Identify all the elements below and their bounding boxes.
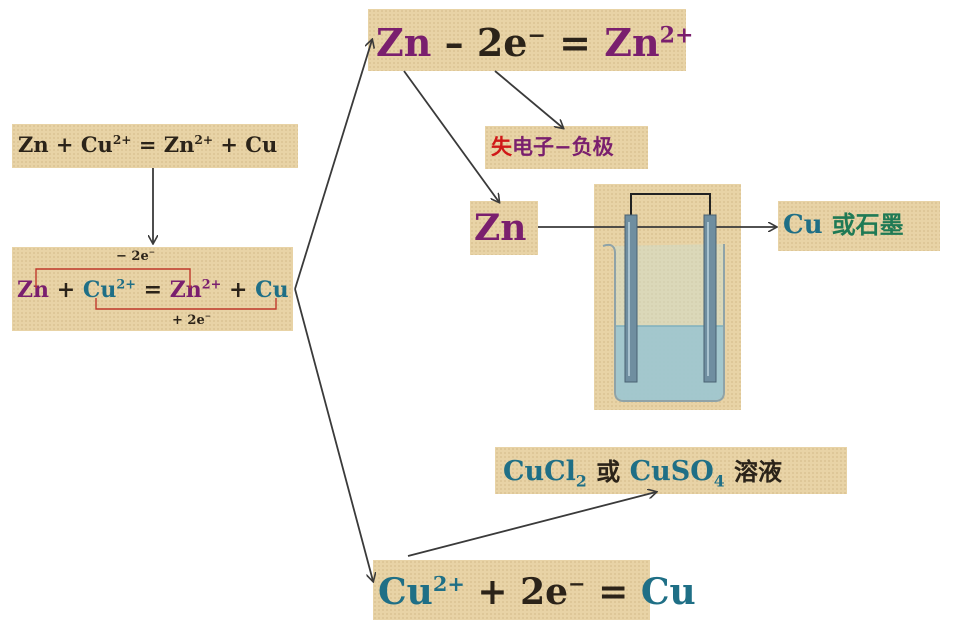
overall-plus: + <box>55 132 74 157</box>
arrow-to-negative-electrode <box>494 70 563 128</box>
reduction-equals: = <box>598 571 629 613</box>
transfer-cu-metal: Cu <box>255 277 289 303</box>
overall-cu-metal: Cu <box>245 132 278 157</box>
solution-or: 或 <box>596 458 621 486</box>
anode-label-box <box>470 201 538 255</box>
arrow-to-reduction <box>294 288 373 581</box>
anode-label: Zn <box>474 207 527 249</box>
solution-label: CuCl2 或 CuSO4 溶液 <box>503 456 783 489</box>
external-wire <box>630 193 711 215</box>
arrow-to-oxidation <box>294 40 372 290</box>
reduction-electrons: + 2e <box>477 571 569 613</box>
lose-char: 失 <box>491 135 512 159</box>
solution-label-box <box>495 447 847 494</box>
transfer-zn: Zn <box>17 277 50 303</box>
cathode-label: Cu 或石墨 <box>783 212 904 238</box>
transfer-equation-box <box>12 247 293 331</box>
cathode-cu: Cu <box>783 210 823 240</box>
overall-equation-box <box>12 124 298 168</box>
solution-cuso4: CuSO <box>629 456 714 487</box>
negative-electrode-box <box>485 126 648 169</box>
arrow-to-anode-label <box>403 70 499 202</box>
solution-text: 溶液 <box>734 458 783 486</box>
electrolytic-cell-drawing <box>602 193 725 402</box>
negative-electrode-label: 失电子−负极 <box>491 137 614 158</box>
overall-equation: Zn + Cu2+ = Zn2+ + Cu <box>18 134 277 155</box>
transfer-equation: Zn + Cu2+ = Zn2+ + Cu <box>17 279 289 301</box>
solution-cucl2: CuCl <box>503 456 576 487</box>
transfer-plus: + <box>56 277 76 303</box>
overall-zn: Zn <box>18 132 49 157</box>
cathode-label-box <box>778 201 940 251</box>
overall-zn-ion: Zn <box>163 132 195 157</box>
reduction-cu-charge: 2+ <box>432 571 465 596</box>
transfer-equals: = <box>143 277 163 303</box>
transfer-plus-2: + <box>229 277 248 303</box>
oxidation-zn-charge: 2+ <box>659 22 694 49</box>
oxidation-equation: Zn – 2e− = Zn2+ <box>376 24 693 62</box>
overall-cu: Cu <box>80 132 113 157</box>
solution-cuso4-sub: 4 <box>713 471 725 491</box>
oxidation-equation-box <box>368 9 686 71</box>
arrow-to-solution <box>407 492 656 557</box>
transfer-gain-label: + 2e− <box>172 311 212 328</box>
reduction-equation-box <box>373 560 650 620</box>
transfer-cu-charge: 2+ <box>116 277 136 293</box>
cathode-graphite: 或石墨 <box>831 211 904 239</box>
oxidation-electrons: – 2e <box>444 20 528 65</box>
transfer-zn-ion: Zn <box>169 277 202 303</box>
solution-cucl2-sub: 2 <box>575 471 587 491</box>
electron-negative-text: 电子−负极 <box>512 135 614 159</box>
overall-cu-charge: 2+ <box>112 133 132 147</box>
overall-equals: = <box>138 132 157 157</box>
transfer-lose-label: − 2e− <box>116 247 156 264</box>
reduction-cu-metal: Cu <box>640 571 696 613</box>
lose-electron-bracket <box>35 268 191 288</box>
reduction-equation: Cu2+ + 2e− = Cu <box>378 571 696 613</box>
overall-plus-2: + <box>220 132 238 157</box>
transfer-zn-charge: 2+ <box>201 277 222 293</box>
overall-zn-charge: 2+ <box>194 133 214 147</box>
zn-electrode <box>624 214 638 383</box>
oxidation-equals: = <box>559 20 592 65</box>
reduction-cu: Cu <box>378 571 433 613</box>
electrolyte-solution <box>616 326 723 400</box>
cathode-electrode <box>703 214 717 383</box>
oxidation-zn-ion: Zn <box>604 20 660 65</box>
oxidation-zn: Zn <box>376 20 432 65</box>
transfer-cu: Cu <box>82 277 117 303</box>
gain-electron-bracket <box>95 298 277 310</box>
oxidation-electron-charge: − <box>527 22 546 49</box>
reduction-electron-charge: − <box>568 571 586 596</box>
